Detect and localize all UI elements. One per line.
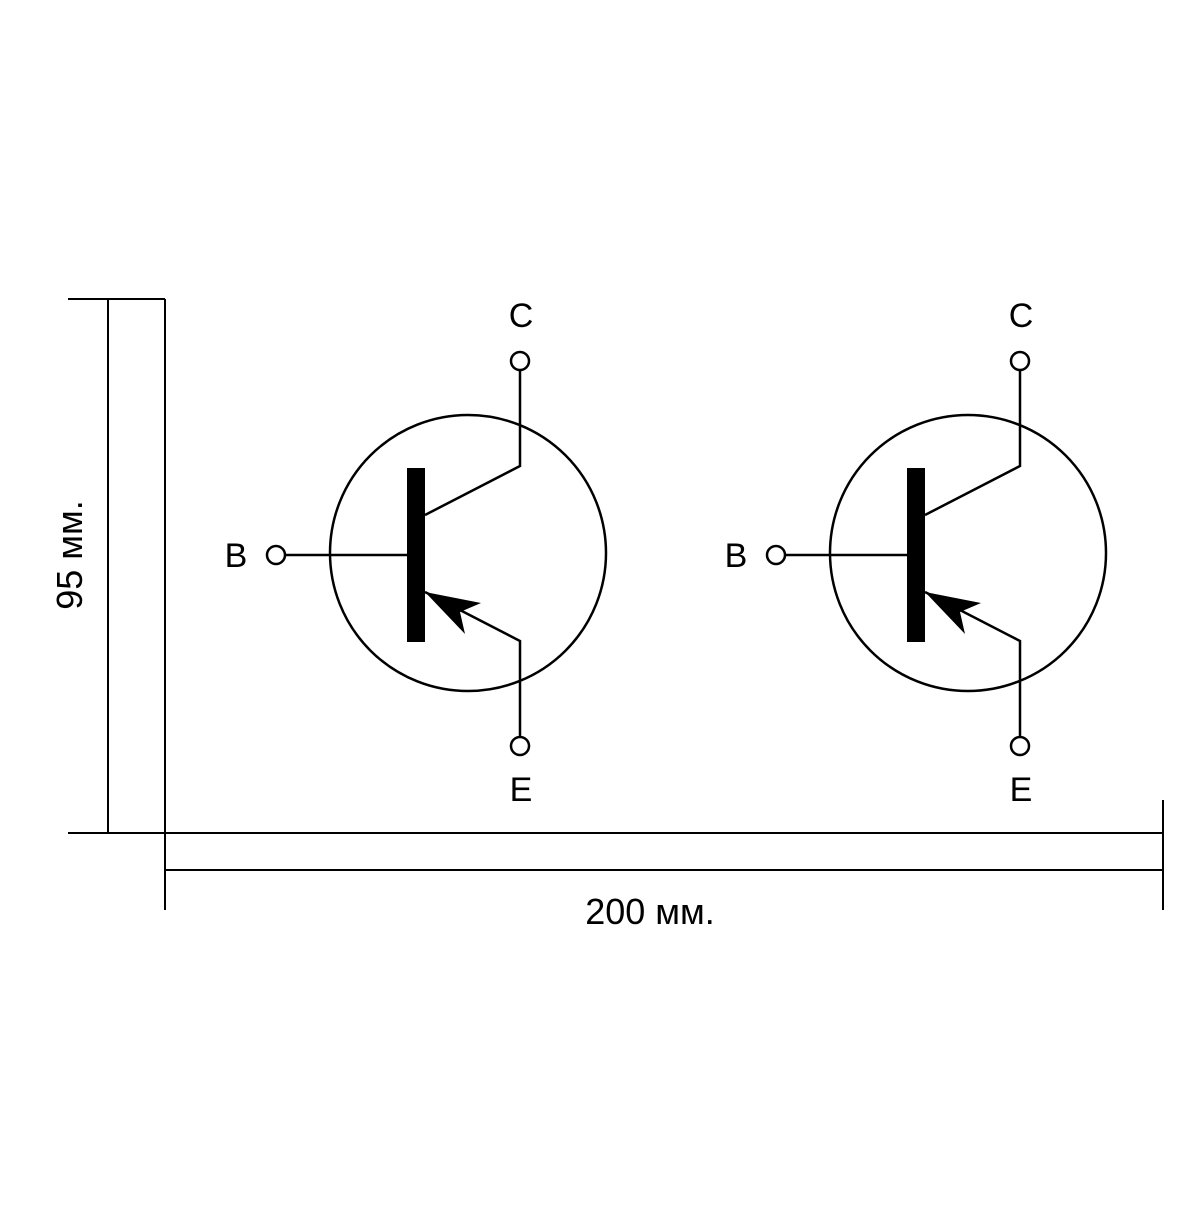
collector-label: C	[1009, 297, 1034, 335]
width-dimension	[164, 800, 1164, 910]
height-label: 95 мм.	[49, 500, 90, 610]
transistor-body-circle	[328, 413, 608, 693]
width-label: 200 мм.	[585, 891, 715, 932]
collector-terminal	[1009, 350, 1031, 372]
emitter-lead	[424, 590, 522, 736]
collector-lead	[424, 371, 522, 517]
emitter-lead	[924, 590, 1022, 736]
base-bar	[907, 468, 925, 642]
transistor-body-circle	[828, 413, 1108, 693]
base-terminal	[765, 544, 787, 566]
collector-lead	[924, 371, 1022, 517]
emitter-terminal	[509, 735, 531, 757]
collector-terminal	[509, 350, 531, 372]
emitter-arrow-icon	[925, 592, 981, 634]
emitter-terminal	[1009, 735, 1031, 757]
transistor-symbol-1: C B E	[225, 297, 608, 809]
base-bar	[407, 468, 425, 642]
collector-label: C	[509, 297, 534, 335]
base-label: B	[225, 537, 248, 575]
base-label: B	[725, 537, 748, 575]
transistor-symbol-2: C B E	[725, 297, 1108, 809]
emitter-label: E	[510, 771, 533, 809]
emitter-label: E	[1010, 771, 1033, 809]
emitter-arrow-icon	[425, 592, 481, 634]
height-dimension	[68, 298, 166, 834]
base-terminal	[265, 544, 287, 566]
